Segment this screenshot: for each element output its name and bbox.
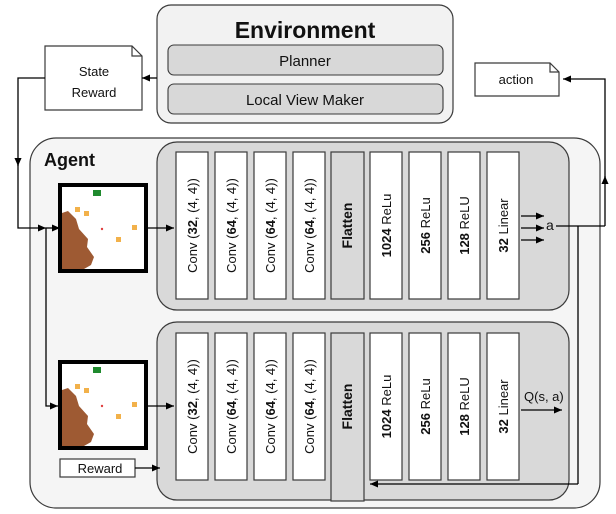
environment-block: Environment Planner Local View Maker <box>156 4 454 124</box>
conv-layer-box <box>214 151 248 300</box>
planner-label: Planner <box>279 53 331 70</box>
terrain-region <box>62 388 94 446</box>
dense-layer-box <box>408 332 442 481</box>
item-marker <box>84 388 89 393</box>
dense-layer-label: 1024 ReLu <box>379 194 394 258</box>
conv-layer-box <box>214 332 248 481</box>
planner-module <box>167 44 444 76</box>
dense-layer-box <box>486 332 520 481</box>
conv-layer-label: Conv (64, (4, 4)) <box>224 359 239 454</box>
connectors <box>14 74 609 488</box>
item-marker <box>75 207 80 212</box>
dense-layer-label: 1024 ReLu <box>379 375 394 439</box>
conv-layer-box <box>175 332 209 481</box>
reward-input-label: Reward <box>78 461 123 476</box>
top-output-label: a <box>546 217 554 233</box>
flatten-layer-box <box>330 151 365 300</box>
environment-title: Environment <box>235 17 376 43</box>
terrain-region <box>62 211 94 269</box>
item-marker <box>116 237 121 242</box>
local-view-map-bottom <box>58 360 148 450</box>
state-label: State <box>79 64 109 79</box>
dense-layer-box <box>369 332 403 481</box>
goal-marker <box>93 367 101 373</box>
agent-marker <box>100 227 104 231</box>
flatten-layer-label: Flatten <box>339 384 355 430</box>
conv-layer-label: Conv (32, (4, 4)) <box>185 178 200 273</box>
conv-layer-label: Conv (64, (4, 4)) <box>224 178 239 273</box>
conv-layer-label: Conv (64, (4, 4)) <box>263 178 278 273</box>
local-view-map-top <box>58 183 148 273</box>
conv-layer-label: Conv (64, (4, 4)) <box>302 359 317 454</box>
goal-marker <box>93 190 101 196</box>
dense-layer-box <box>408 151 442 300</box>
conv-layer-label: Conv (32, (4, 4)) <box>185 359 200 454</box>
local-view-maker-module <box>167 83 444 115</box>
dense-layer-box <box>369 151 403 300</box>
action-label: action <box>499 72 534 87</box>
dense-layer-box <box>486 151 520 300</box>
dense-layer-label: 256 ReLu <box>418 197 433 253</box>
item-marker <box>116 414 121 419</box>
dense-layer-label: 32 Linear <box>496 379 511 434</box>
conv-layer-box <box>292 332 326 481</box>
agent-title: Agent <box>44 150 95 170</box>
item-marker <box>132 402 137 407</box>
item-marker <box>75 384 80 389</box>
state-reward-note: State Reward <box>44 45 143 111</box>
conv-layer-label: Conv (64, (4, 4)) <box>263 359 278 454</box>
agent-marker <box>100 404 104 408</box>
local-view-maker-label: Local View Maker <box>246 92 364 109</box>
dense-layer-label: 256 ReLu <box>418 378 433 434</box>
conv-layer-label: Conv (64, (4, 4)) <box>302 178 317 273</box>
reward-note-label: Reward <box>72 85 117 100</box>
dense-layer-label: 128 ReLU <box>457 377 472 436</box>
conv-layer-box <box>253 151 287 300</box>
flatten-layer-box <box>330 332 365 502</box>
bottom-branch-layers: Conv (32, (4, 4)) Conv (64, (4, 4)) Conv (… <box>175 332 520 502</box>
dense-layer-box <box>447 151 481 300</box>
flatten-layer-label: Flatten <box>339 203 355 249</box>
dense-layer-label: 32 Linear <box>496 198 511 253</box>
top-branch-layers: Conv (32, (4, 4)) Conv (64, (4, 4)) Conv (… <box>175 151 520 300</box>
dense-layer-label: 128 ReLU <box>457 196 472 255</box>
item-marker <box>132 225 137 230</box>
dense-layer-box <box>447 332 481 481</box>
conv-layer-box <box>175 151 209 300</box>
bottom-output-label: Q(s, a) <box>524 389 564 404</box>
conv-layer-box <box>253 332 287 481</box>
conv-layer-box <box>292 151 326 300</box>
item-marker <box>84 211 89 216</box>
action-note: action <box>474 62 560 97</box>
